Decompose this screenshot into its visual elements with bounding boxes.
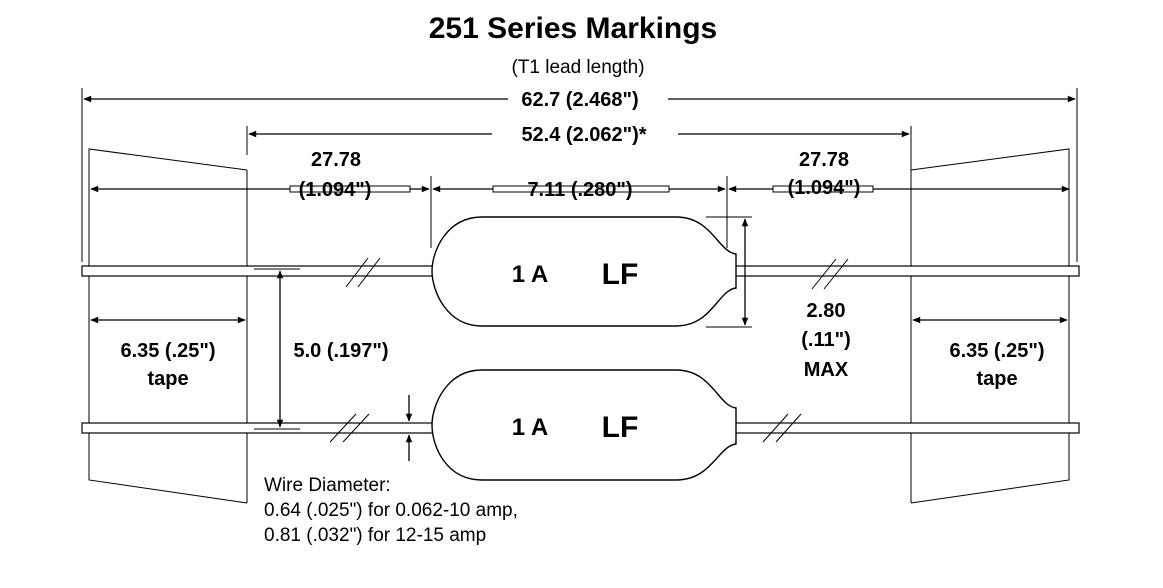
littelfuse-logo-bottom: LF bbox=[602, 411, 639, 444]
littelfuse-logo-top: LF bbox=[602, 258, 639, 291]
wire-note-line1: Wire Diameter: bbox=[264, 475, 391, 496]
fuse-body-top bbox=[431, 216, 737, 327]
fuse-body-bottom bbox=[431, 369, 737, 481]
component-top: 1 A LF bbox=[81, 216, 1080, 327]
lead-right-dim-mm: 27.78 bbox=[799, 149, 849, 171]
diameter-dim-mm: 2.80 bbox=[807, 300, 846, 322]
overall-dim-label: 62.7 (2.468") bbox=[521, 89, 638, 111]
break-mark-top-left-b bbox=[357, 257, 381, 288]
diameter-dim-in: (.11") bbox=[801, 329, 851, 351]
tape-right-dim-label: 6.35 (.25") bbox=[949, 340, 1044, 362]
wire-note-line2: 0.64 (.025") for 0.062-10 amp, bbox=[264, 500, 518, 521]
lead-wire-right-top bbox=[715, 265, 1080, 277]
break-mark-bottom-right-a bbox=[762, 413, 789, 443]
diameter-dim-max: MAX bbox=[804, 359, 849, 381]
diagram-subtitle: (T1 lead length) bbox=[511, 57, 644, 78]
wire-note-line3: 0.81 (.032") for 12-15 amp bbox=[264, 525, 486, 546]
inner-dim-label: 52.4 (2.062")* bbox=[521, 124, 646, 146]
lead-wire-right-bottom bbox=[715, 422, 1080, 434]
body-dim-label: 7.11 (.280") bbox=[527, 179, 632, 201]
break-mark-top-left-a bbox=[345, 257, 369, 288]
pitch-dim-label: 5.0 (.197") bbox=[293, 340, 388, 362]
break-mark-bottom-right-b bbox=[775, 413, 802, 443]
break-mark-bottom-left-a bbox=[329, 413, 357, 443]
tape-left-label: tape bbox=[147, 368, 188, 390]
tape-outline-right bbox=[910, 148, 1070, 504]
tape-left-dim-label: 6.35 (.25") bbox=[120, 340, 215, 362]
break-mark-top-right-a bbox=[811, 258, 837, 290]
lead-wire-left-bottom bbox=[81, 422, 443, 434]
lead-wire-left-top bbox=[81, 265, 443, 277]
break-mark-top-right-b bbox=[823, 258, 849, 290]
component-bottom: 1 A LF bbox=[81, 369, 1080, 481]
rating-label-top: 1 A bbox=[512, 261, 548, 288]
diagram-title: 251 Series Markings bbox=[429, 12, 718, 45]
break-mark-bottom-left-b bbox=[342, 413, 370, 443]
lead-left-dim-mm: 27.78 bbox=[311, 149, 361, 171]
lead-right-dim-in: (1.094") bbox=[788, 177, 861, 199]
tape-outline-left bbox=[88, 148, 248, 504]
lead-left-dim-in: (1.094") bbox=[299, 179, 372, 201]
tape-right-label: tape bbox=[976, 368, 1017, 390]
rating-label-bottom: 1 A bbox=[512, 414, 548, 441]
